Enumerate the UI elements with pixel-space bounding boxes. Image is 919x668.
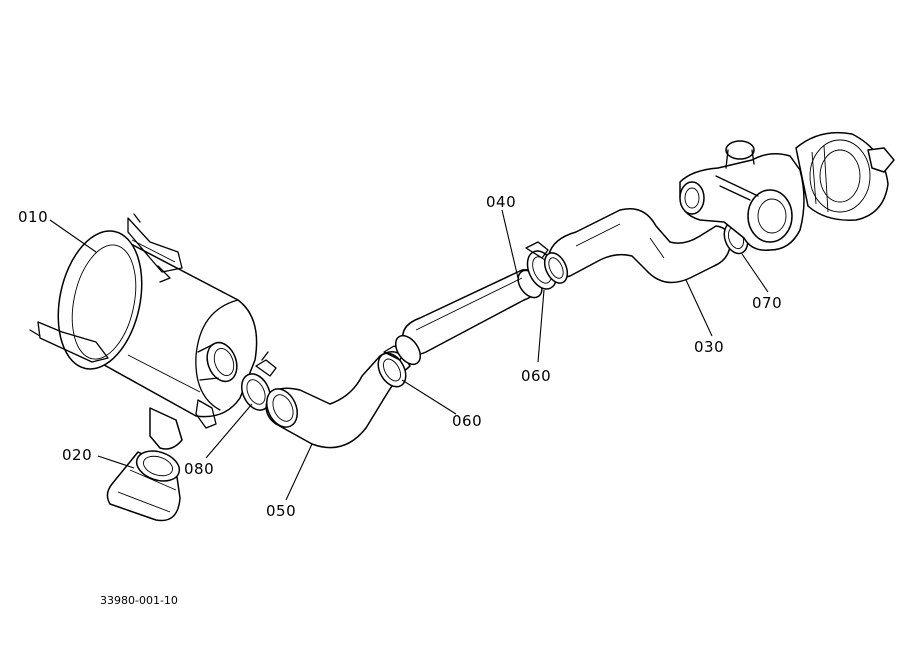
- label-040: 040: [486, 193, 516, 211]
- dust-valve-part: [106, 450, 181, 522]
- label-080: 080: [184, 460, 214, 478]
- intake-pipe-040-part: [394, 269, 543, 366]
- label-060-lower: 060: [452, 412, 482, 430]
- upper-hose-030-part: [543, 208, 731, 284]
- drawing-code: 33980-001-10: [100, 594, 178, 607]
- label-020: 020: [62, 446, 92, 464]
- leader-070: [741, 253, 769, 293]
- label-060-upper: 060: [521, 367, 551, 385]
- label-070: 070: [752, 294, 782, 312]
- air-cleaner-part: [29, 213, 258, 450]
- label-050: 050: [266, 502, 296, 520]
- leader-050: [285, 443, 313, 501]
- lower-hose-050-part: [265, 351, 411, 449]
- hose-clamp-080-part: [240, 351, 277, 411]
- leader-020: [97, 455, 135, 469]
- leader-080: [205, 403, 253, 459]
- leader-060-lower: [401, 379, 457, 415]
- leader-lines: [49, 209, 769, 501]
- label-010: 010: [18, 208, 48, 226]
- leader-060-upper: [537, 289, 545, 363]
- leader-010: [49, 219, 97, 253]
- leader-030: [685, 279, 713, 337]
- leader-040: [501, 209, 519, 279]
- turbocharger-part: [679, 131, 895, 251]
- label-030: 030: [694, 338, 724, 356]
